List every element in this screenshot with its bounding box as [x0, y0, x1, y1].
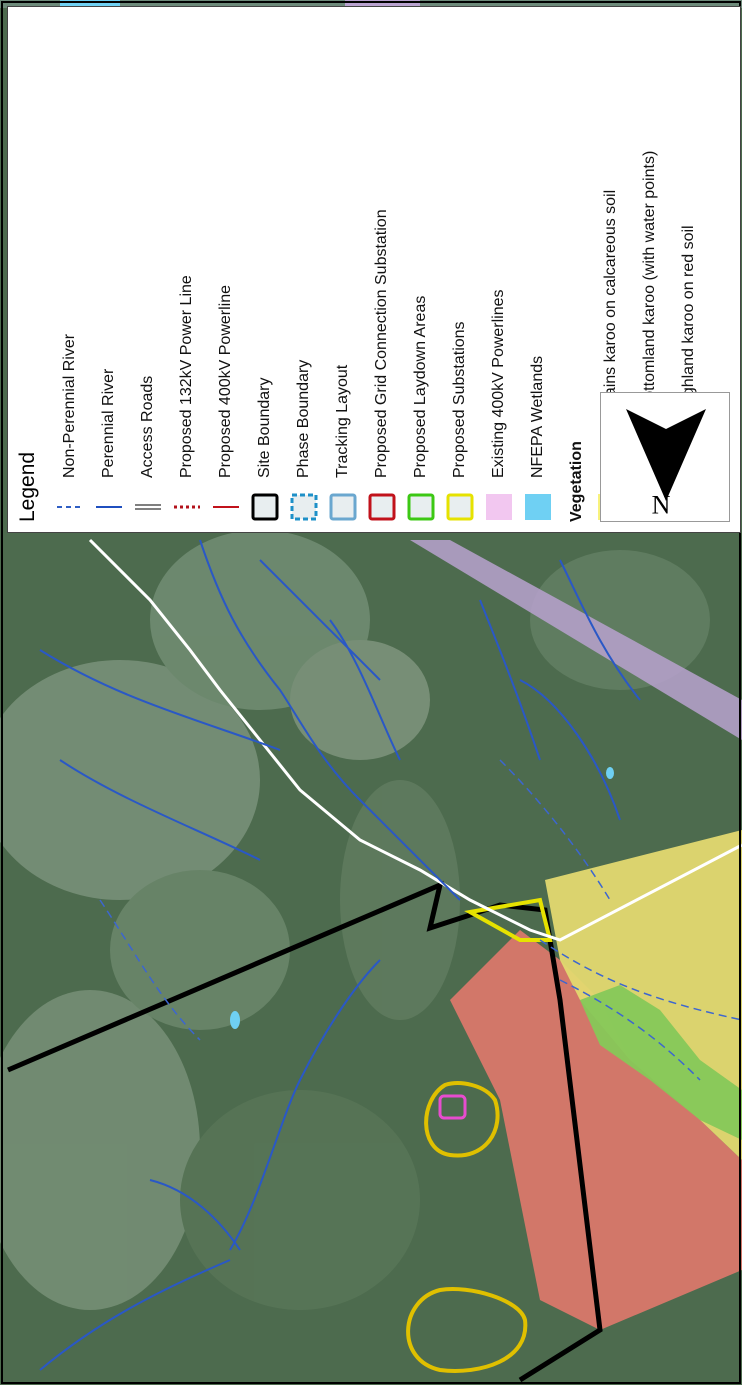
legend-item-label: Access Roads [139, 375, 156, 478]
proposed-grid-substation [464, 897, 553, 942]
legend-symbol-icon [94, 492, 124, 522]
access-road [88, 538, 742, 942]
legend-item-label: Proposed Laydown Areas [412, 295, 429, 478]
north-arrow: N [600, 392, 730, 522]
legend-item-label: Non-Perennial River [61, 333, 78, 478]
laydown-area-2 [424, 1081, 500, 1158]
legend-item: Phase Boundary [287, 360, 321, 522]
legend-symbol-icon [211, 492, 241, 522]
legend-item-label: Proposed 400kV Powerline [217, 284, 234, 478]
legend-item-label: Proposed Grid Connection Substation [373, 209, 390, 478]
legend-symbol-icon [55, 492, 85, 522]
legend-item-label: Perennial River [100, 368, 117, 478]
vegetation-highland-karoo [450, 930, 742, 1330]
legend-item: NFEPA Wetlands [521, 356, 555, 522]
legend-symbol-icon [250, 492, 280, 522]
imagery-texture [0, 530, 710, 1310]
legend-item: Proposed Laydown Areas [404, 296, 438, 522]
laydown-area-1 [406, 1287, 528, 1373]
legend-item-label: NFEPA Wetlands [529, 355, 546, 478]
vegetation-heading-label: Vegetation [568, 441, 585, 522]
legend-item: Proposed Substations [443, 321, 477, 522]
legend-item-label: Existing 400kV Powerlines [490, 289, 507, 478]
legend-item: Site Boundary [248, 377, 282, 522]
legend-item: Proposed 400kV Powerline [209, 285, 243, 522]
legend-item-label: Proposed Substations [451, 321, 468, 478]
vegetation-heading: Vegetation [560, 441, 594, 522]
north-arrow-icon [626, 409, 706, 501]
legend-item: Proposed 132kV Power Line [170, 275, 204, 522]
legend-item: Tracking Layout [326, 365, 360, 522]
legend-symbol-icon [484, 492, 514, 522]
legend-symbol-icon [523, 492, 553, 522]
legend-item: Proposed Grid Connection Substation [365, 209, 399, 522]
legend-symbol-icon [367, 492, 397, 522]
non-perennial-rivers [99, 759, 742, 1081]
legend-item-label: Site Boundary [256, 377, 273, 478]
legend-symbol-icon [172, 492, 202, 522]
legend-item: Non-Perennial River [53, 334, 87, 522]
wetland-2 [606, 767, 614, 779]
legend-item: Existing 400kV Powerlines [482, 289, 516, 522]
legend-item-label: Tracking Layout [334, 364, 351, 478]
legend-symbol-icon [133, 492, 163, 522]
legend-symbol-icon [328, 492, 358, 522]
north-letter: N [651, 490, 671, 520]
legend-title: Legend [16, 451, 39, 522]
vegetation-bottomland-karoo [580, 985, 742, 1140]
legend-item-label: Proposed 132kV Power Line [178, 275, 195, 478]
legend-symbol-icon [406, 492, 436, 522]
proposed-substation [438, 1094, 467, 1120]
existing-400kv-powerline [410, 540, 742, 740]
wetland-1 [230, 1011, 240, 1029]
legend-symbol-icon [289, 492, 319, 522]
legend-item: Perennial River [92, 369, 126, 522]
legend-item: Access Roads [131, 376, 165, 522]
legend-box: Legend Non-Perennial River Perennial Rive… [7, 6, 741, 533]
rivers [39, 539, 641, 1371]
legend-symbol-icon [445, 492, 475, 522]
legend-region: Legend Non-Perennial River Perennial Rive… [0, 0, 742, 540]
legend-item-label: Phase Boundary [295, 359, 312, 478]
